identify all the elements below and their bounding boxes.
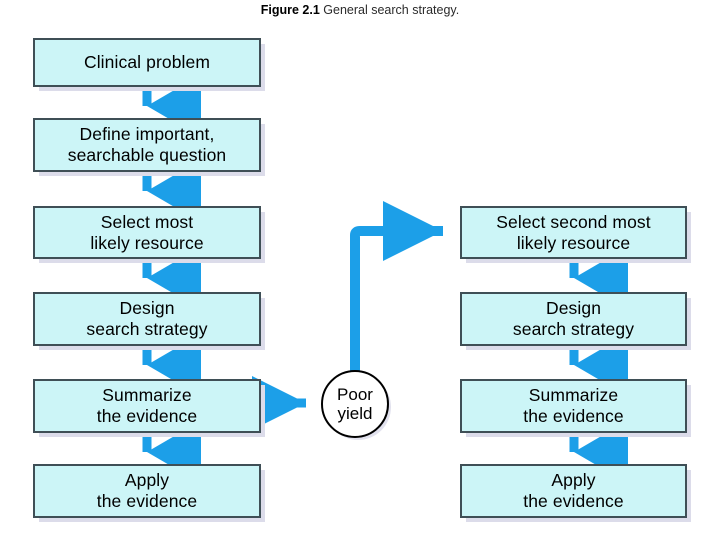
node-design-strategy-2[interactable]: Design search strategy [460, 292, 687, 346]
node-select-resource[interactable]: Select most likely resource [33, 206, 261, 259]
node-apply-evidence-2[interactable]: Apply the evidence [460, 464, 687, 518]
node-label: Select second most likely resource [496, 211, 651, 253]
node-summarize-evidence-2[interactable]: Summarize the evidence [460, 379, 687, 433]
node-label: Apply the evidence [96, 470, 198, 511]
node-select-second-resource[interactable]: Select second most likely resource [460, 206, 687, 259]
figure-caption-text: General search strategy. [323, 3, 460, 17]
arrow-poor-yield-to-second [350, 201, 443, 372]
node-poor-yield[interactable]: Poor yield [321, 370, 389, 438]
node-clinical-problem[interactable]: Clinical problem [33, 38, 261, 87]
figure-number: Figure 2.1 [260, 3, 320, 17]
node-label: Define important, searchable question [67, 124, 227, 165]
node-label: Design search strategy [86, 298, 208, 339]
node-label: Summarize the evidence [523, 385, 624, 426]
figure-caption: Figure 2.1 General search strategy. [0, 2, 720, 18]
node-apply-evidence[interactable]: Apply the evidence [33, 464, 261, 518]
node-define-question[interactable]: Define important, searchable question [33, 118, 261, 172]
node-design-strategy[interactable]: Design search strategy [33, 292, 261, 346]
node-label: Select most likely resource [90, 211, 204, 253]
node-summarize-evidence[interactable]: Summarize the evidence [33, 379, 261, 433]
node-label: Summarize the evidence [96, 385, 198, 426]
node-label: Design search strategy [512, 298, 635, 339]
node-label: Poor yield [337, 385, 373, 423]
node-label: Clinical problem [83, 52, 211, 72]
node-label: Apply the evidence [523, 470, 624, 511]
